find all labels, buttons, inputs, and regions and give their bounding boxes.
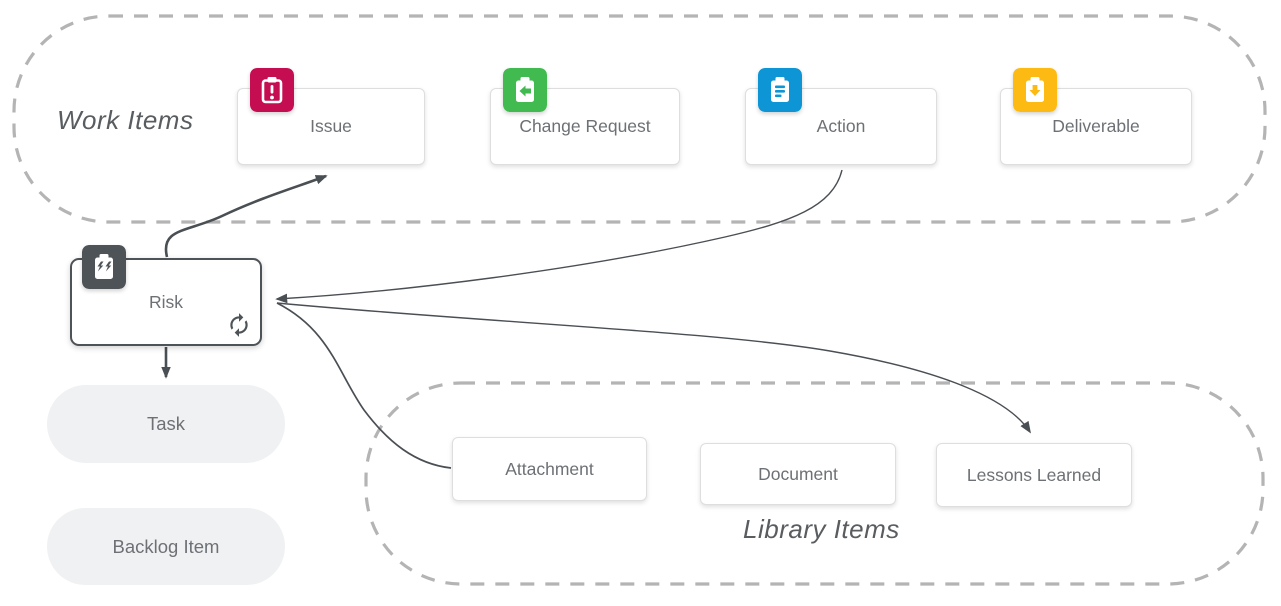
document-label: Document — [758, 463, 838, 484]
node-task[interactable]: Task — [47, 385, 285, 463]
issue-label: Issue — [310, 116, 352, 136]
edge-action-to-risk — [275, 169, 843, 304]
lessons-learned-label: Lessons Learned — [966, 464, 1102, 485]
backlog-item-label: Backlog Item — [112, 535, 220, 557]
node-attachment[interactable]: Attachment — [452, 437, 647, 501]
clipboard-alert-icon — [250, 68, 294, 112]
clipboard-list-icon — [758, 68, 802, 112]
sync-icon — [230, 313, 248, 337]
risk-label: Risk — [148, 291, 184, 312]
attachment-label: Attachment — [505, 458, 594, 479]
work-items-container — [12, 14, 1267, 224]
edge-attachment-to-risk — [276, 302, 452, 469]
action-label: Action — [816, 116, 866, 136]
task-label: Task — [146, 413, 186, 434]
clipboard-arrow-down-icon — [1013, 68, 1057, 112]
node-backlog-item[interactable]: Backlog Item — [47, 508, 285, 585]
library-items-container — [364, 381, 1265, 586]
clipboard-risk-icon — [82, 245, 126, 289]
edge-risk-to-issue — [164, 174, 328, 258]
node-document[interactable]: Document — [700, 443, 896, 505]
node-lessons-learned[interactable]: Lessons Learned — [936, 443, 1132, 507]
node-change-request[interactable]: Change Request — [490, 88, 680, 165]
change-request-label: Change Request — [519, 116, 651, 136]
work-items-label: Work Items — [57, 105, 194, 135]
clipboard-arrow-left-icon — [503, 68, 547, 112]
edge-risk-to-lessons-learned — [276, 302, 1031, 434]
library-items-label: Library Items — [743, 514, 900, 544]
deliverable-label: Deliverable — [1052, 116, 1140, 136]
